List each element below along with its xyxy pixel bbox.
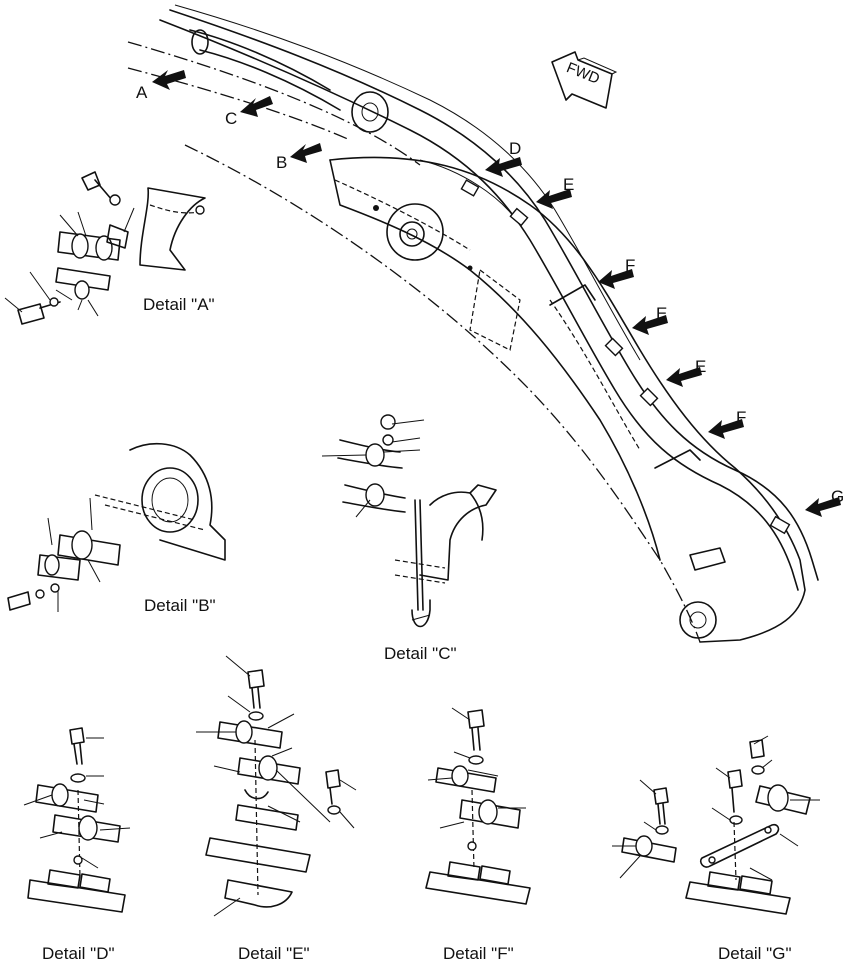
arrow-label-d: D — [509, 139, 522, 158]
detail-e-drawing — [196, 655, 357, 917]
boom-clamp-marks — [460, 179, 791, 535]
caption-detail-g: Detail "G" — [718, 944, 792, 963]
arrow-label-g: G — [831, 487, 845, 506]
detail-c-drawing — [321, 414, 497, 628]
arrow-label-e3: E — [695, 357, 707, 376]
arrow-label-e2: E — [656, 304, 668, 323]
fwd-arrow-icon — [551, 51, 618, 109]
arrow-label-a: A — [136, 83, 148, 102]
arrow-label-f2: F — [736, 408, 747, 427]
caption-detail-f: Detail "F" — [443, 944, 514, 963]
arrow-label-f1: F — [625, 256, 636, 275]
detail-f-drawing — [425, 707, 531, 905]
detail-b-drawing — [7, 442, 226, 612]
detail-g-drawing — [612, 735, 820, 915]
arrow-label-e1: E — [563, 175, 575, 194]
detail-d-drawing — [23, 727, 131, 913]
arrow-label-b: B — [276, 153, 288, 172]
caption-detail-e: Detail "E" — [238, 944, 310, 963]
caption-detail-c: Detail "C" — [384, 644, 457, 663]
hose-bundle — [159, 4, 819, 591]
arrow-label-c: C — [225, 109, 238, 128]
detail-a-drawing — [4, 171, 206, 325]
caption-detail-b: Detail "B" — [144, 596, 216, 615]
caption-detail-d: Detail "D" — [42, 944, 115, 963]
caption-detail-a: Detail "A" — [143, 295, 215, 314]
callout-arrows — [152, 70, 841, 517]
boom-assembly — [127, 29, 806, 643]
